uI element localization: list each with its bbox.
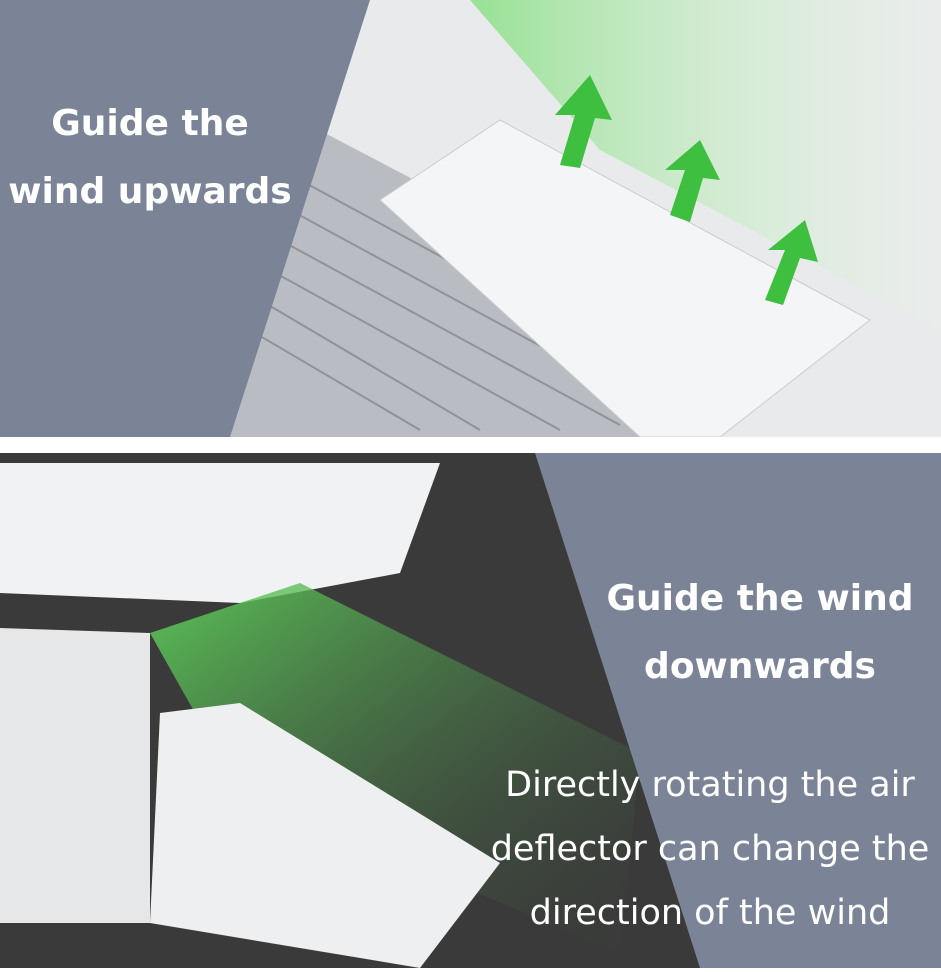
downward-product-photo (0, 453, 941, 968)
description-line: Directly rotating the air (505, 765, 915, 805)
upward-heading: Guide the wind upwards (0, 90, 300, 226)
downward-heading: Guide the wind downwards (590, 565, 930, 701)
upward-wind-panel: Guide the wind upwards (0, 0, 941, 437)
description-line: direction of the wind (529, 893, 891, 933)
upward-product-photo (0, 0, 941, 437)
description: Directly rotating the air deflector can … (490, 753, 930, 945)
heading-line: Guide the (51, 103, 249, 144)
heading-line: downwards (644, 646, 876, 687)
heading-line: wind upwards (8, 171, 292, 212)
downward-wind-panel: Guide the wind downwards Directly rotati… (0, 453, 941, 968)
up-arrow-icons (555, 75, 818, 305)
heading-line: Guide the wind (606, 578, 914, 619)
description-line: deflector can change the (490, 829, 930, 869)
